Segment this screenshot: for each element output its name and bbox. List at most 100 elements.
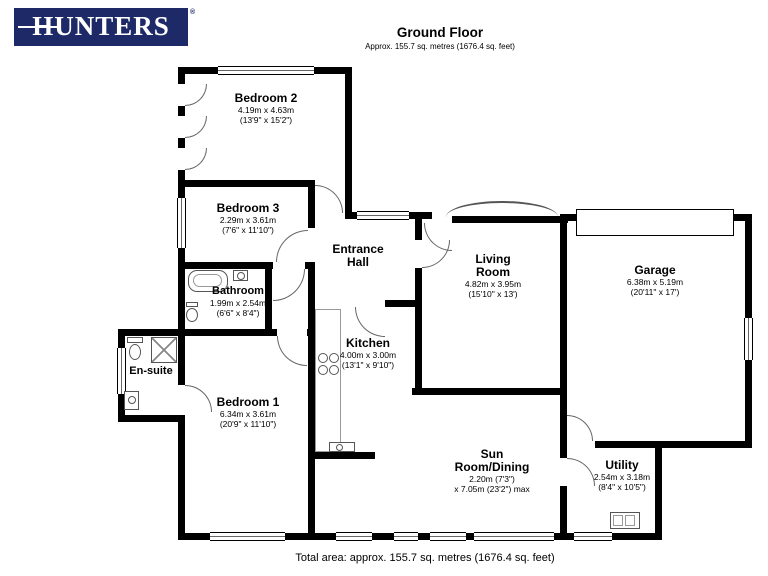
door-arc-bedroom2 — [315, 185, 343, 213]
wall — [305, 262, 315, 269]
room-dims-imperial: (8'4" x 10'5") — [598, 482, 646, 493]
page-subtitle: Approx. 155.7 sq. metres (1676.4 sq. fee… — [365, 42, 515, 51]
room-label-utility: Utility 2.54m x 3.18m (8'4" x 10'5") — [577, 459, 667, 493]
room-label-garage: Garage 6.38m x 5.19m (20'11" x 17') — [600, 264, 710, 298]
wall — [178, 106, 185, 116]
wall — [308, 182, 315, 228]
room-label-bedroom1: Bedroom 1 6.34m x 3.61m (20'9" x 11'10") — [190, 396, 306, 430]
page-title: Ground Floor — [396, 25, 484, 40]
window — [357, 211, 409, 220]
wall — [345, 67, 352, 219]
wall — [178, 415, 185, 540]
wall — [178, 187, 185, 336]
sink-drain — [336, 444, 343, 451]
room-label-kitchen: Kitchen 4.00m x 3.00m (13'1" x 9'10") — [322, 337, 414, 371]
wall — [178, 336, 185, 385]
wall — [560, 214, 567, 448]
wall — [313, 452, 375, 459]
wall — [178, 533, 662, 540]
wall — [118, 415, 185, 422]
sink-drain — [128, 396, 136, 404]
wall — [415, 212, 422, 240]
wall — [178, 74, 185, 84]
hunters-logo: HUNTERS — [14, 8, 188, 46]
wall — [415, 268, 422, 395]
hob-burner-icon — [318, 365, 328, 375]
door-arc-bedroom1 — [277, 336, 307, 366]
wall — [178, 170, 185, 182]
room-name: Sun Room/Dining — [454, 447, 530, 474]
wall — [560, 388, 567, 458]
room-label-living-room: Living Room 4.82m x 3.95m (15'10" x 13') — [454, 253, 532, 300]
wall — [412, 388, 567, 395]
room-dims-metric: 6.34m x 3.61m — [219, 408, 277, 419]
room-name: Bedroom 3 — [216, 201, 280, 215]
bathtub-inner — [193, 274, 222, 287]
utility-sink-basin — [625, 515, 635, 526]
room-dims-metric: 4.00m x 3.00m — [339, 349, 397, 360]
room-label-bedroom2: Bedroom 2 4.19m x 4.63m (13'9" x 15'2") — [206, 92, 326, 126]
room-dims-imperial: (20'11" x 17') — [630, 287, 680, 298]
window — [744, 318, 753, 360]
room-dims-imperial: (13'9" x 15'2") — [239, 115, 293, 126]
registered-trademark-symbol: ® — [190, 9, 196, 16]
room-name: En-suite — [129, 365, 173, 377]
room-name: Utility — [605, 458, 639, 472]
wall — [118, 329, 277, 336]
room-name: Bathroom — [212, 285, 264, 297]
sink-drain — [237, 272, 245, 280]
wall — [655, 441, 662, 540]
wall — [560, 486, 567, 540]
room-dims-metric: 1.99m x 2.54m — [209, 297, 267, 308]
wardrobe-door-arc — [185, 84, 207, 106]
hob-burner-icon — [329, 365, 339, 375]
room-dims-metric: 6.38m x 5.19m — [626, 276, 684, 287]
window — [474, 532, 554, 541]
room-name: Entrance Hall — [332, 242, 384, 269]
wardrobe-door-arc — [185, 148, 207, 170]
window — [430, 532, 466, 541]
room-dims-metric: 2.29m x 3.61m — [219, 214, 277, 225]
room-dims-imperial: x 7.05m (23'2") max — [454, 484, 530, 495]
wall — [595, 441, 752, 448]
room-name: Bedroom 2 — [234, 91, 298, 105]
room-dims-metric: 2.20m (7'3") — [469, 473, 515, 484]
kitchen-counter — [315, 309, 341, 452]
window — [394, 532, 418, 541]
toilet-tank-icon — [127, 337, 143, 343]
wall — [178, 262, 273, 269]
room-label-entrance-hall: Entrance Hall — [320, 243, 396, 269]
wall — [385, 300, 415, 307]
window — [117, 348, 126, 394]
wardrobe-door-arc — [185, 116, 207, 138]
room-dims-imperial: (6'6" x 8'4") — [216, 308, 260, 319]
total-area-text: Total area: approx. 155.7 sq. metres (16… — [295, 552, 555, 564]
shower-icon — [151, 337, 177, 363]
window — [210, 532, 285, 541]
room-name: Living Room — [475, 252, 511, 279]
wall — [265, 269, 272, 336]
title-block: Ground Floor Approx. 155.7 sq. metres (1… — [240, 25, 640, 51]
room-dims-imperial: (7'6" x 11'10") — [222, 225, 274, 236]
toilet-tank-icon — [186, 302, 198, 307]
utility-sink-basin — [613, 515, 623, 526]
room-dims-metric: 2.54m x 3.18m — [593, 471, 651, 482]
garage-door — [576, 209, 734, 236]
room-dims-imperial: (15'10" x 13') — [468, 289, 518, 300]
room-label-sun-room: Sun Room/Dining 2.20m (7'3") x 7.05m (23… — [446, 448, 538, 495]
room-dims-imperial: (13'1" x 9'10") — [341, 360, 395, 371]
window — [218, 66, 314, 75]
room-dims-metric: 4.82m x 3.95m — [464, 278, 522, 289]
toilet-icon — [186, 308, 198, 322]
toilet-icon — [129, 344, 141, 360]
window — [336, 532, 372, 541]
window — [574, 532, 612, 541]
garage-internal-door-arc — [567, 415, 593, 441]
room-dims-metric: 4.19m x 4.63m — [237, 104, 295, 115]
window — [177, 198, 186, 248]
kitchen-door-arc — [355, 307, 385, 337]
room-label-bathroom: Bathroom 1.99m x 2.54m (6'6" x 8'4") — [196, 285, 280, 319]
wall — [308, 268, 315, 540]
room-dims-imperial: (20'9" x 11'10") — [219, 419, 277, 430]
